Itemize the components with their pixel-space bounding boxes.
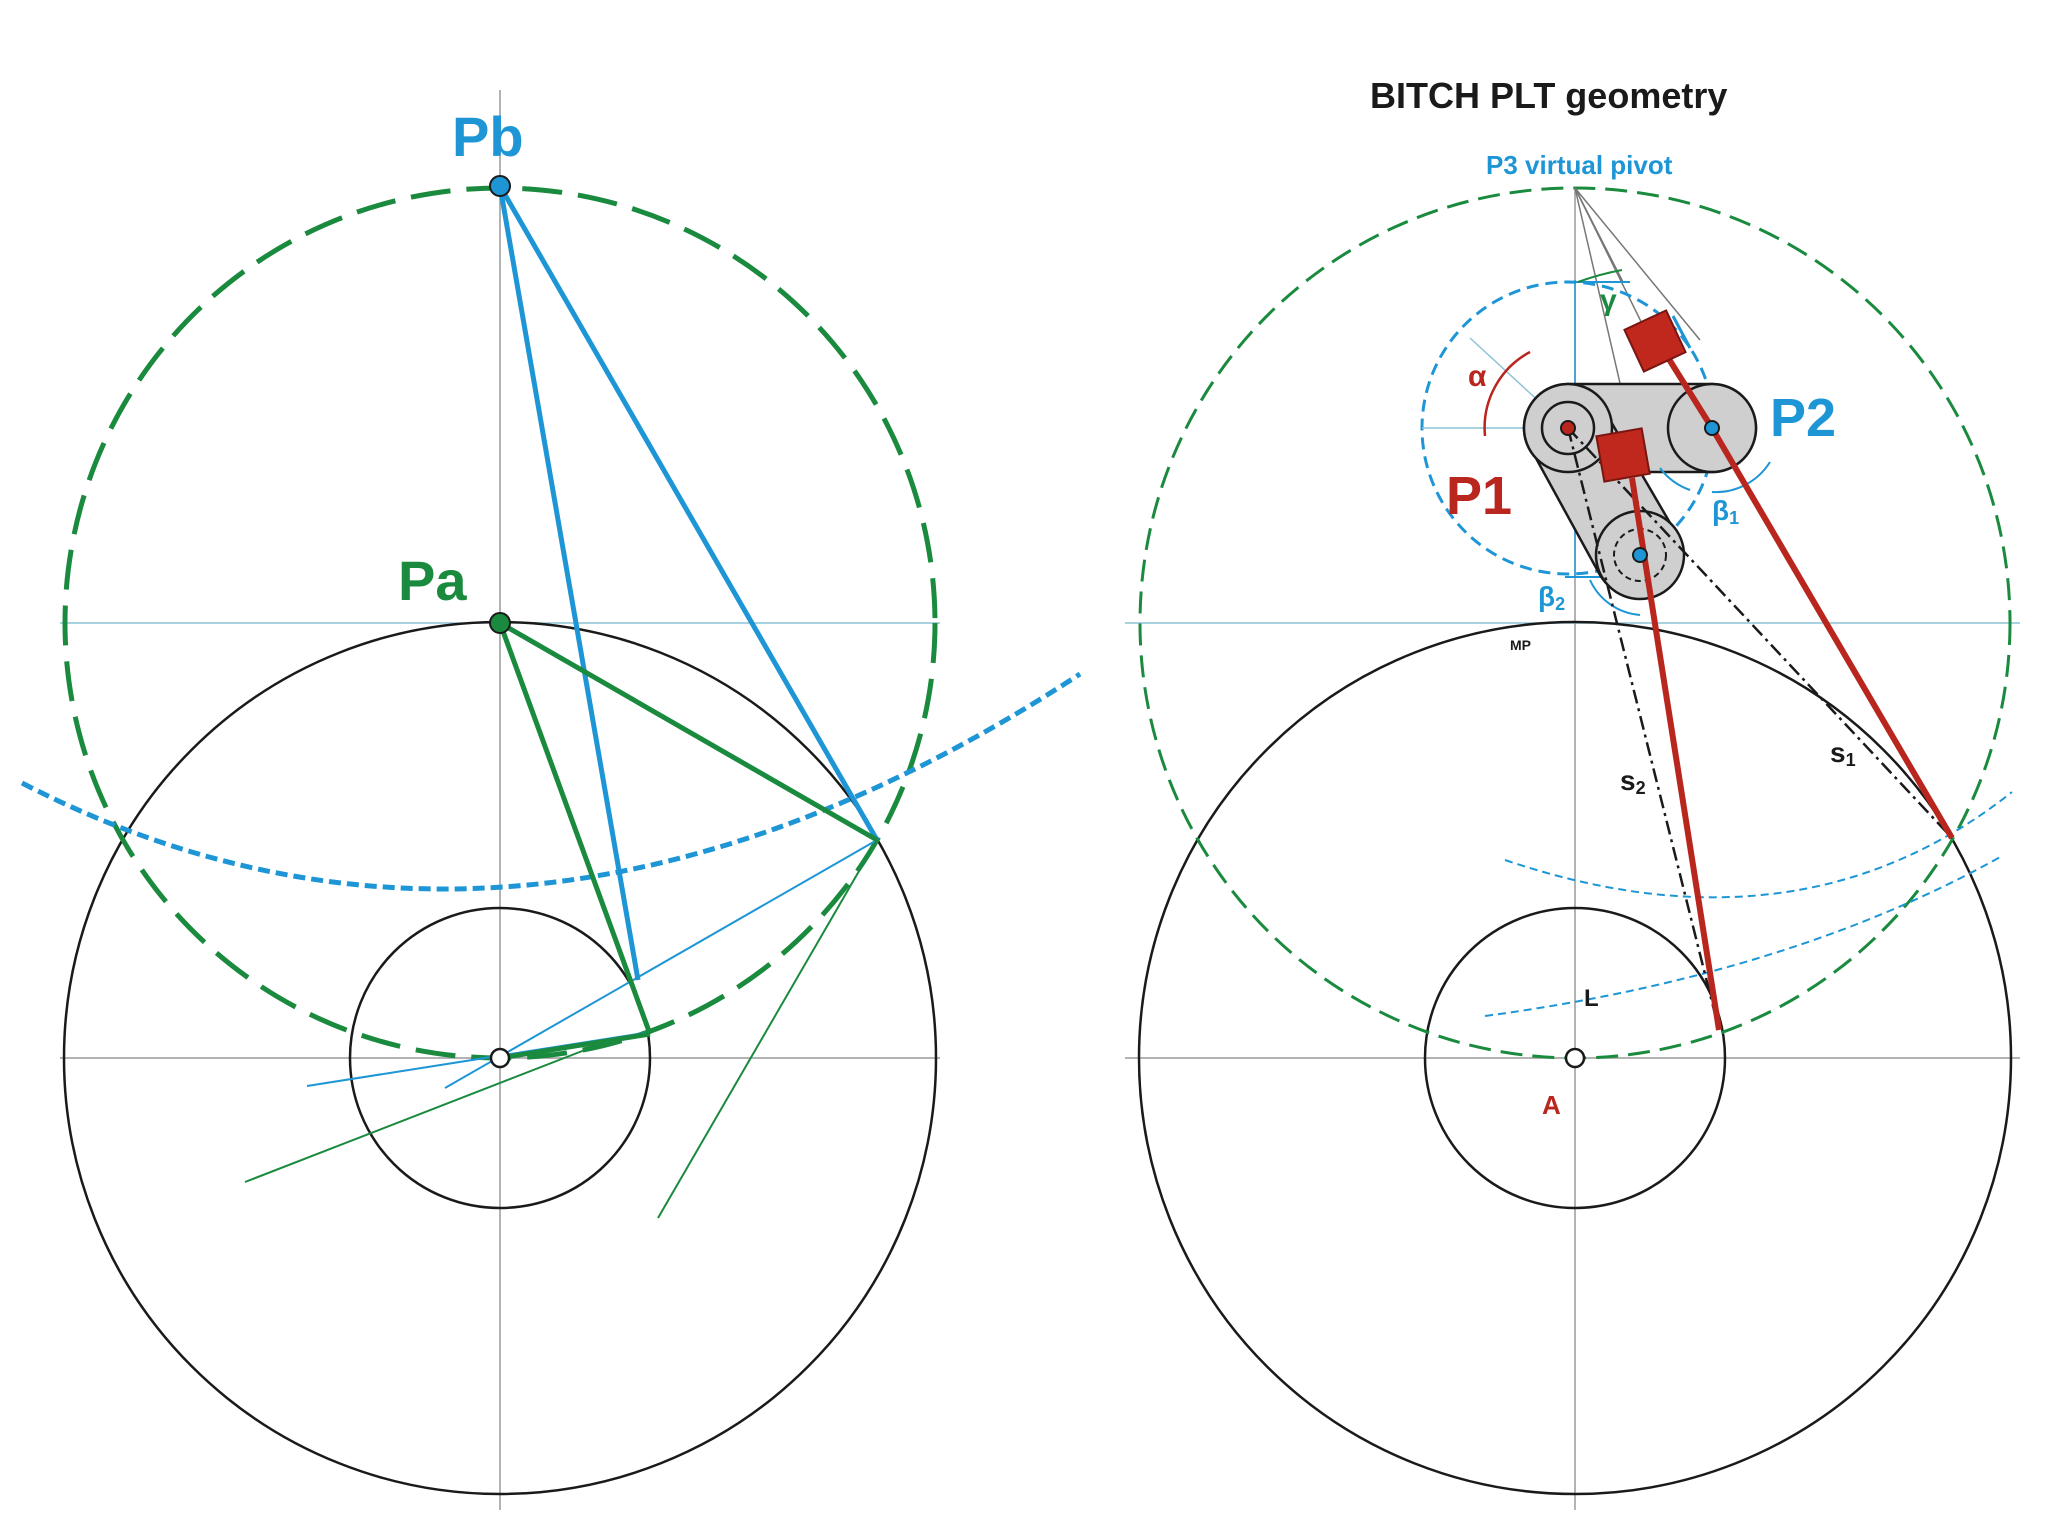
red-block-upper: [1623, 309, 1687, 373]
left-blue-line-pb-to-rim: [497, 184, 880, 842]
alpha-arc: [1483, 350, 1531, 437]
label-pa: Pa: [398, 549, 467, 612]
left-blue-thin-line-2: [444, 839, 878, 1089]
label-p2: P2: [1770, 388, 1836, 448]
right-outer-wheel-circle: [1137, 620, 2013, 1496]
page-title: BITCH PLT geometry: [1370, 75, 1727, 116]
left-green-thin-line-1: [244, 1047, 591, 1183]
right-blue-dashed-arc-2: [1484, 855, 2003, 1017]
gamma-arc: [1577, 269, 1623, 283]
label-gamma: γ: [1600, 284, 1617, 317]
red-block-upper-blue-edge: [1671, 315, 1692, 349]
red-rod-p2-to-rim: [1709, 426, 1955, 840]
left-center-point: [489, 1047, 511, 1069]
right-center-point: [1564, 1047, 1586, 1069]
point-pb: [489, 175, 511, 197]
left-green-line-pa-to-hub: [497, 622, 653, 1035]
right-diagram: BITCH PLT geometry: [1125, 75, 2020, 1510]
red-rod-lower-to-hub: [1629, 477, 1722, 1031]
left-green-line-pa-to-rim: [498, 620, 879, 843]
label-s2: s2: [1620, 765, 1646, 798]
label-a-marker: A: [1542, 1090, 1561, 1120]
label-beta2: β2: [1538, 581, 1565, 614]
label-beta1: β1: [1712, 495, 1739, 528]
red-rod-upper-block-stem: [1659, 346, 1715, 430]
left-blue-dotted-arc: [20, 671, 1082, 892]
point-p2: [1704, 420, 1720, 436]
s2-dash-dot-line: [1566, 427, 1721, 1031]
p1-bearing-ring: [1540, 400, 1596, 456]
beta2-arc: [1589, 579, 1641, 616]
label-p1: P1: [1446, 466, 1512, 526]
red-block-lower: [1595, 427, 1651, 483]
label-p3-virtual-pivot: P3 virtual pivot: [1486, 150, 1673, 180]
left-blue-line-pb-to-hub: [497, 185, 641, 981]
right-inner-hub-circle: [1423, 906, 1727, 1210]
label-s1: s1: [1830, 737, 1856, 770]
point-lower-pivot: [1632, 547, 1648, 563]
label-alpha: α: [1468, 360, 1487, 393]
left-green-thin-line-2: [657, 839, 878, 1219]
label-mp: MP: [1510, 637, 1531, 653]
label-l: L: [1584, 985, 1599, 1012]
p3-ray-3: [1574, 187, 1701, 341]
point-p1: [1560, 420, 1576, 436]
beta1-arc-left: [1659, 467, 1691, 491]
point-pa: [489, 612, 511, 634]
left-diagram: Pb Pa: [20, 90, 1082, 1510]
left-inner-hub-circle: [348, 906, 652, 1210]
label-pb: Pb: [452, 105, 524, 168]
left-green-line-hub-to-center: [499, 1031, 651, 1061]
